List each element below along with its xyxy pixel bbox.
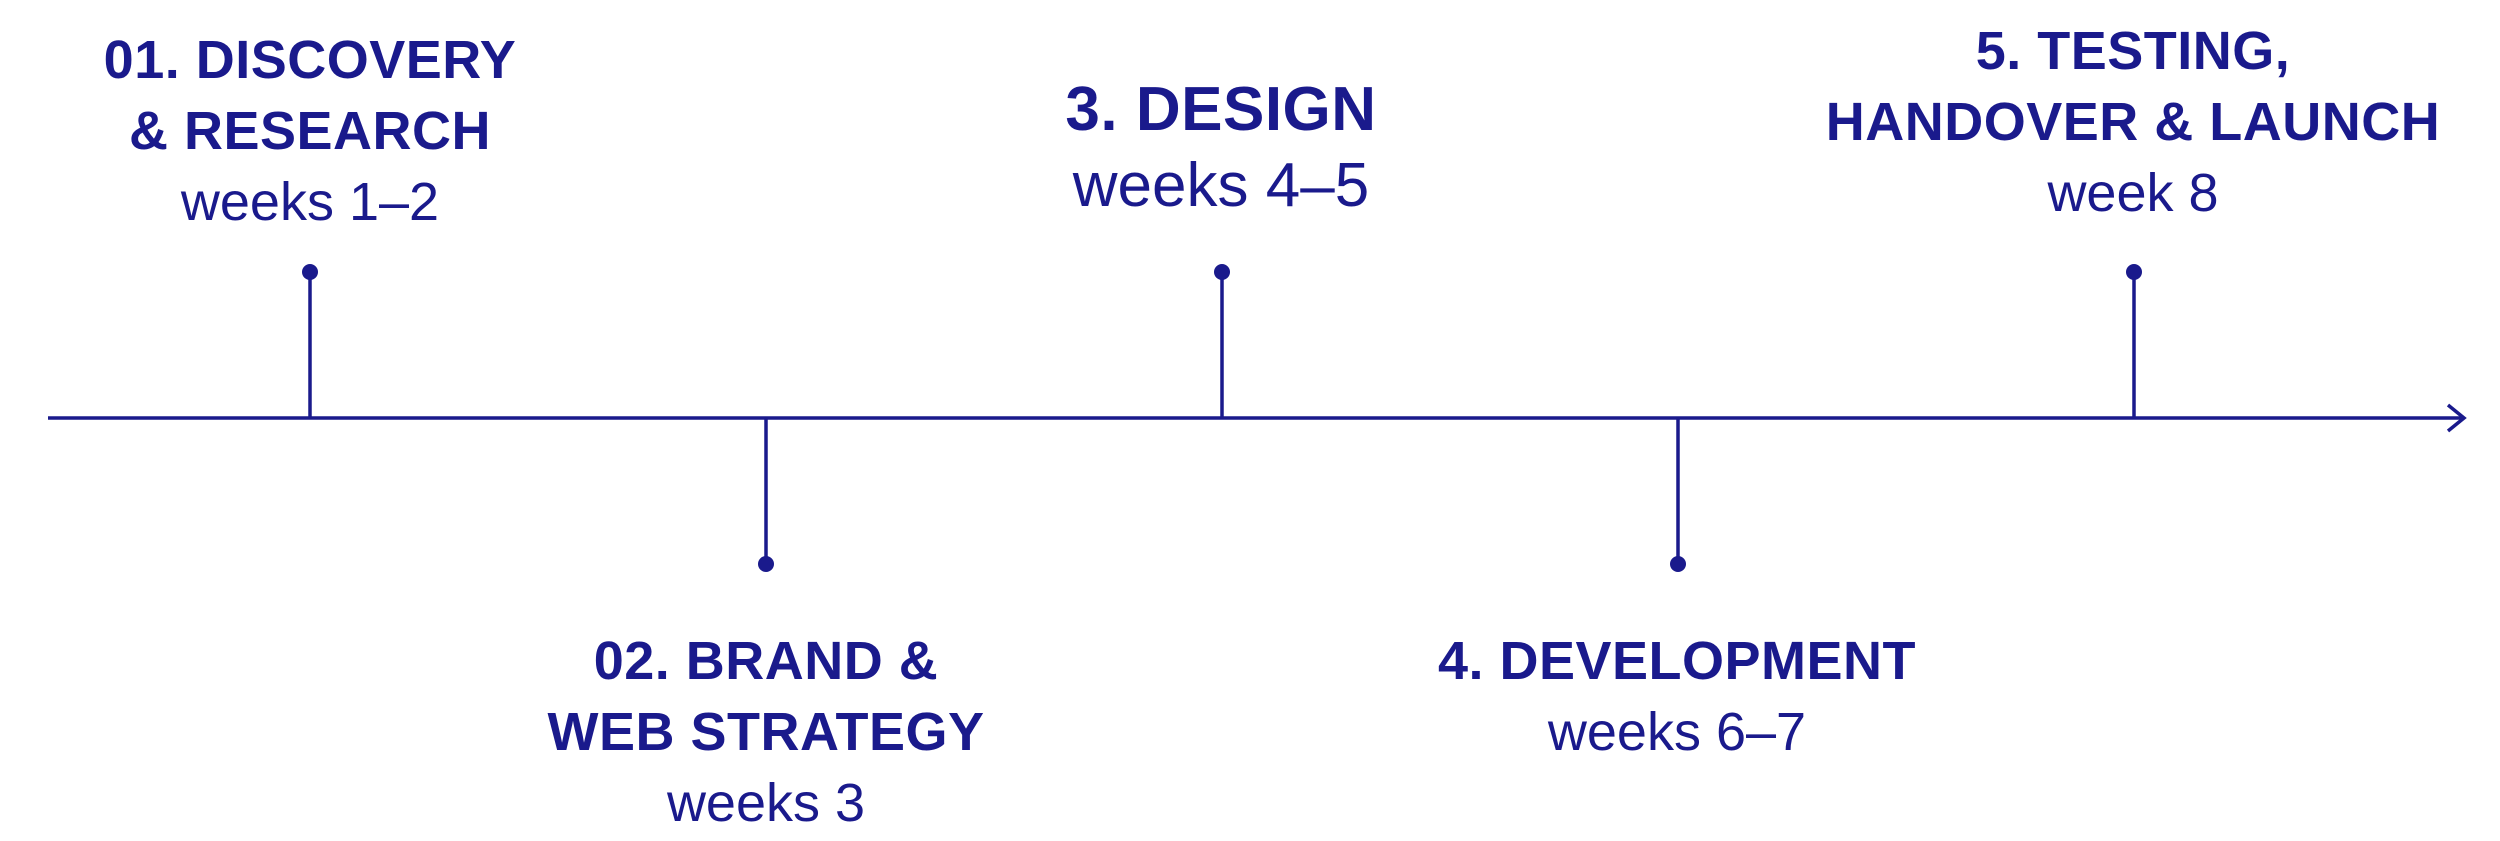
milestone-title: 4. DEVELOPMENT bbox=[1437, 631, 1917, 691]
milestone-period: weeks 4–5 bbox=[1072, 151, 1370, 220]
milestone-ticks bbox=[302, 264, 2142, 572]
milestone-dot bbox=[2126, 264, 2142, 280]
milestone-title: 02. BRAND & WEB STRATEGY bbox=[547, 631, 985, 762]
milestone-dot bbox=[302, 264, 318, 280]
milestone-period: weeks 1–2 bbox=[180, 172, 440, 232]
milestone-dot bbox=[1214, 264, 1230, 280]
milestone-dot bbox=[1670, 556, 1686, 572]
milestone-period: weeks 6–7 bbox=[1547, 702, 1807, 762]
milestone-title: 5. TESTING, HANDOVER & LAUNCH bbox=[1825, 21, 2441, 152]
milestone-label-development: 4. DEVELOPMENT weeks 6–7 bbox=[1297, 626, 2057, 768]
milestone-label-design: 3. DESIGN weeks 4–5 bbox=[841, 72, 1601, 224]
milestone-period: weeks 3 bbox=[666, 773, 866, 833]
milestone-title: 01. DISCOVERY & RESEARCH bbox=[103, 30, 517, 161]
milestone-period: week 8 bbox=[2047, 163, 2219, 223]
timeline-arrow-head bbox=[2446, 403, 2467, 433]
milestone-label-discovery: 01. DISCOVERY & RESEARCH weeks 1–2 bbox=[0, 25, 690, 238]
milestone-label-brand-strategy: 02. BRAND & WEB STRATEGY weeks 3 bbox=[386, 626, 1146, 839]
milestone-title: 3. DESIGN bbox=[1065, 75, 1377, 144]
milestone-dot bbox=[758, 556, 774, 572]
milestone-label-launch: 5. TESTING, HANDOVER & LAUNCH week 8 bbox=[1753, 16, 2500, 229]
